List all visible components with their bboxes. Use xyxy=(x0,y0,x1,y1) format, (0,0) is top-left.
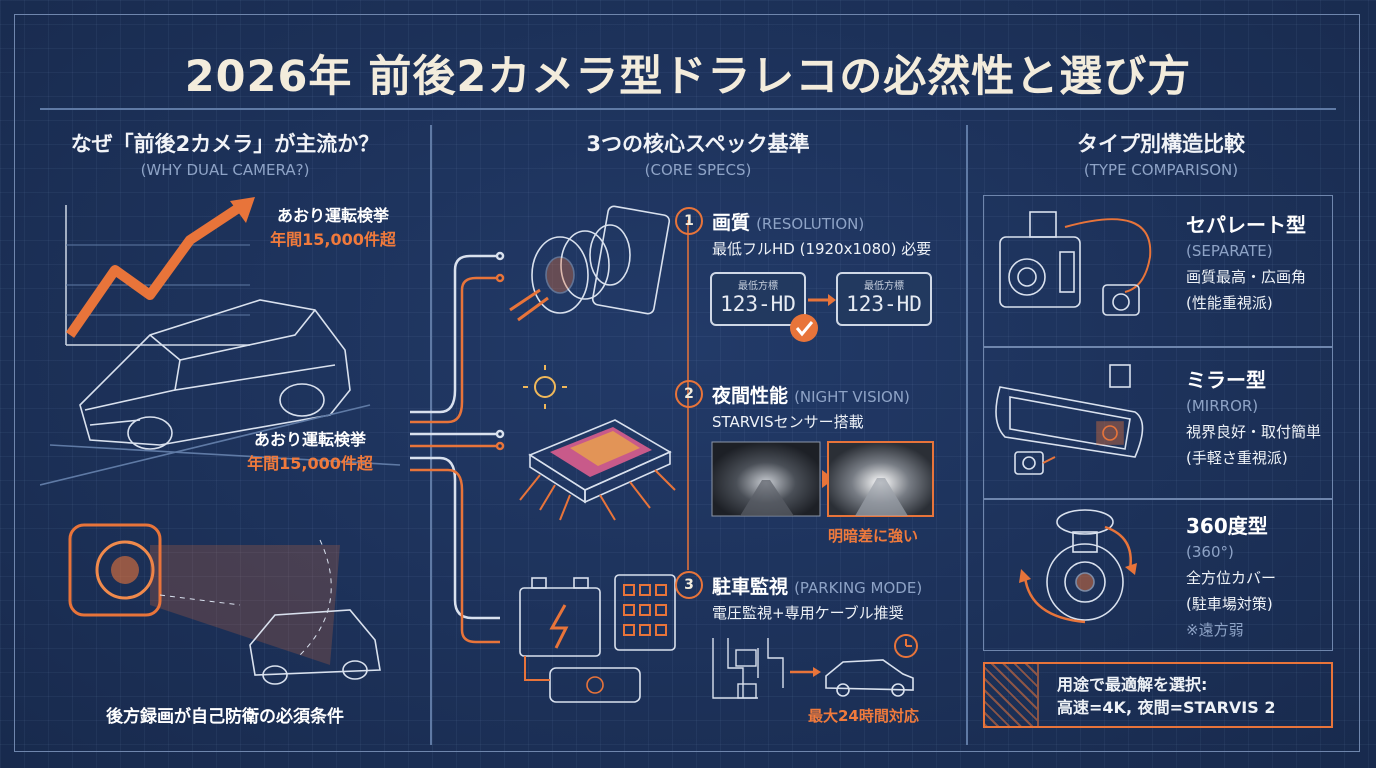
car-wireframe-icon xyxy=(40,299,401,486)
rear-camera-icon xyxy=(68,523,340,665)
image-sensor-icon xyxy=(519,419,676,521)
page-title: 2026年 前後2カメラ型ドラレコの必然性と選び方 xyxy=(184,52,1192,102)
type-mirror-line1: 視界良好・取付簡単 xyxy=(1186,423,1322,441)
clock-icon xyxy=(894,634,918,658)
left-caption: 後方録画が自己防衛の必須条件 xyxy=(106,707,344,727)
summary-line2: 高速=4K, 夜間=STARVIS 2 xyxy=(1057,698,1276,717)
spec-2-title-en: (NIGHT VISION) xyxy=(794,388,910,406)
column-divider-right xyxy=(966,125,968,745)
spec-1-title-en: (RESOLUTION) xyxy=(756,215,865,233)
spec-2-number: 2 xyxy=(675,380,703,408)
type-360-line1: 全方位カバー xyxy=(1186,569,1277,587)
circuit-icon xyxy=(712,638,784,699)
separate-camera-icon xyxy=(999,211,1152,316)
center-illustration xyxy=(410,205,689,703)
check-arrow-icon xyxy=(790,294,836,342)
360-camera-icon xyxy=(1019,509,1137,624)
type-row-mirror xyxy=(983,347,1333,499)
parked-car-icon xyxy=(825,659,914,697)
type-mirror-line2: (手軽さ重視派) xyxy=(1186,449,1288,467)
summary-line1: 用途で最適解を選択: xyxy=(1057,675,1208,694)
battery-icon xyxy=(519,577,601,657)
spec-3-title: 駐車監視 xyxy=(712,576,789,598)
plate-before-label: 最低方標 xyxy=(738,281,778,292)
sun-icon xyxy=(523,365,567,409)
spec-1-number: 1 xyxy=(675,207,703,235)
plate-after-label: 最低方標 xyxy=(864,281,904,292)
spec-2-title: 夜間性能 xyxy=(712,385,789,407)
type-mirror-name-en: (MIRROR) xyxy=(1186,397,1259,415)
type-360-line2: (駐車場対策) xyxy=(1186,595,1273,613)
plate-after: 最低方標 123-HD xyxy=(836,272,932,326)
connector-lines xyxy=(410,251,505,644)
trend-arrow-icon xyxy=(65,202,243,338)
growth-chart-icon xyxy=(65,205,250,346)
camera-lens-icon xyxy=(509,205,671,322)
type-360-name-en: (360°) xyxy=(1186,543,1234,561)
night-vision-comparison xyxy=(711,441,934,517)
fuse-box-icon xyxy=(524,574,676,703)
type-separate-line2: (性能重視派) xyxy=(1186,294,1273,312)
left-subheading: (WHY DUAL CAMERA?) xyxy=(140,161,310,179)
type-row-separate xyxy=(983,195,1333,347)
type-separate-line1: 画質最高・広画角 xyxy=(1186,268,1307,286)
car-small-icon xyxy=(249,609,381,685)
summary-box: 用途で最適解を選択: 高速=4K, 夜間=STARVIS 2 xyxy=(983,662,1333,728)
spec-3-title-en: (PARKING MODE) xyxy=(794,579,923,597)
type-mirror-name: ミラー型 xyxy=(1186,368,1266,392)
stat-top-label: あおり運転検挙 xyxy=(276,206,389,225)
spec-3-desc: 電圧監視+専用ケーブル推奨 xyxy=(712,604,904,622)
spec-3-number: 3 xyxy=(675,571,703,599)
center-subheading: (CORE SPECS) xyxy=(644,161,752,179)
title-divider xyxy=(40,108,1336,110)
spec-2-note: 明暗差に強い xyxy=(828,527,919,545)
center-heading: 3つの核心スペック基準 xyxy=(586,132,810,156)
plate-after-value: 123-HD xyxy=(846,292,922,316)
spec-3-note: 最大24時間対応 xyxy=(808,707,919,725)
outer-frame xyxy=(14,14,1360,752)
plate-before: 最低方標 123-HD xyxy=(710,272,806,326)
right-subheading: (TYPE COMPARISON) xyxy=(1083,161,1239,179)
stat-mid-label: あおり運転検挙 xyxy=(253,430,366,449)
stat-top-value: 年間15,000件超 xyxy=(270,230,396,249)
spec-2-desc: STARVISセンサー搭載 xyxy=(712,413,864,431)
spec-1-title: 画質 xyxy=(712,212,751,234)
type-row-360 xyxy=(983,499,1333,651)
hatch-pattern xyxy=(985,664,1039,726)
stat-mid-value: 年間15,000件超 xyxy=(247,454,373,473)
right-heading: タイプ別構造比較 xyxy=(1077,132,1245,156)
left-illustration xyxy=(40,197,401,685)
type-360-line3: ※遠方弱 xyxy=(1186,621,1244,639)
type-illustrations xyxy=(995,211,1152,624)
plate-before-value: 123-HD xyxy=(720,292,796,316)
type-separate-name-en: (SEPARATE) xyxy=(1186,242,1273,260)
left-heading: なぜ「前後2カメラ」が主流か？ xyxy=(70,132,380,156)
type-360-name: 360度型 xyxy=(1186,514,1268,538)
spec-1-desc: 最低フルHD (1920x1080) 必要 xyxy=(712,240,932,258)
type-separate-name: セパレート型 xyxy=(1186,213,1306,237)
parking-diagram xyxy=(712,634,918,699)
mirror-camera-icon xyxy=(995,364,1144,475)
